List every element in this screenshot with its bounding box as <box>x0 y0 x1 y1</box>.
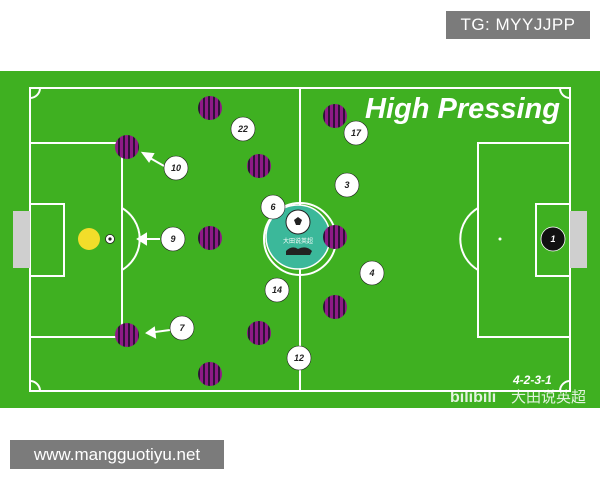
right-goal <box>570 211 587 268</box>
right-penalty-arc <box>459 207 479 271</box>
tg-badge: TG: MYYJJPP <box>446 11 590 39</box>
white-player: 3 <box>334 172 360 198</box>
player-number: 22 <box>237 124 248 134</box>
player-number: 10 <box>171 163 181 173</box>
left-goal <box>13 211 30 268</box>
corner-arc <box>29 87 41 99</box>
white-player: 9 <box>160 226 186 252</box>
pressing-arrows <box>136 151 171 339</box>
ball-carrier-player <box>78 228 100 250</box>
channel-watermark: 大田说英超 <box>511 388 586 406</box>
white-player: 7 <box>169 315 195 341</box>
striped-player <box>115 135 139 159</box>
white-player: 22 <box>230 116 256 142</box>
arrow-head <box>136 232 147 246</box>
white-player: 10 <box>163 155 189 181</box>
player-number: 4 <box>368 268 374 278</box>
arrow-head <box>145 326 157 339</box>
striped-team <box>115 96 347 386</box>
goalkeeper: 1 <box>540 226 566 252</box>
striped-player <box>247 154 271 178</box>
formation-label: 4-2-3-1 <box>512 373 552 387</box>
corner-arc <box>559 87 571 99</box>
player-number: 9 <box>170 234 175 244</box>
diagram-title: High Pressing <box>365 93 560 125</box>
arrow-head <box>140 151 155 163</box>
white-player: 17 <box>343 120 369 146</box>
striped-player <box>198 226 222 250</box>
pressing-arrow <box>149 157 165 167</box>
striped-player <box>198 96 222 120</box>
white-player: 4 <box>359 260 385 286</box>
pressing-arrow <box>154 329 171 333</box>
white-player: 14 <box>264 277 290 303</box>
website-badge: www.mangguotiyu.net <box>10 440 224 469</box>
player-number: 14 <box>272 285 282 295</box>
player-number: 12 <box>294 353 304 363</box>
white-team: 22 10 6 9 14 7 12 17 <box>160 116 385 371</box>
logo-text: 大田说英超 <box>283 237 313 245</box>
player-number: 17 <box>351 128 362 138</box>
striped-player <box>198 362 222 386</box>
striped-player <box>323 225 347 249</box>
goalkeeper-number: 1 <box>550 234 555 244</box>
football-pitch-diagram: High Pressing 4-2-3-1 bilibili 大田说英超 大田说… <box>0 71 600 408</box>
lion-icon <box>286 247 312 255</box>
player-number: 6 <box>270 202 276 212</box>
striped-player <box>115 323 139 347</box>
bilibili-watermark: bilibili <box>450 389 496 406</box>
striped-player <box>323 104 347 128</box>
player-number: 3 <box>344 180 349 190</box>
striped-player <box>323 295 347 319</box>
player-number: 7 <box>179 323 185 333</box>
corner-arc <box>559 380 571 392</box>
corner-arc <box>29 380 41 392</box>
white-player: 12 <box>286 345 312 371</box>
penalty-spot <box>498 237 502 241</box>
striped-player <box>247 321 271 345</box>
white-player: 6 <box>260 194 286 220</box>
